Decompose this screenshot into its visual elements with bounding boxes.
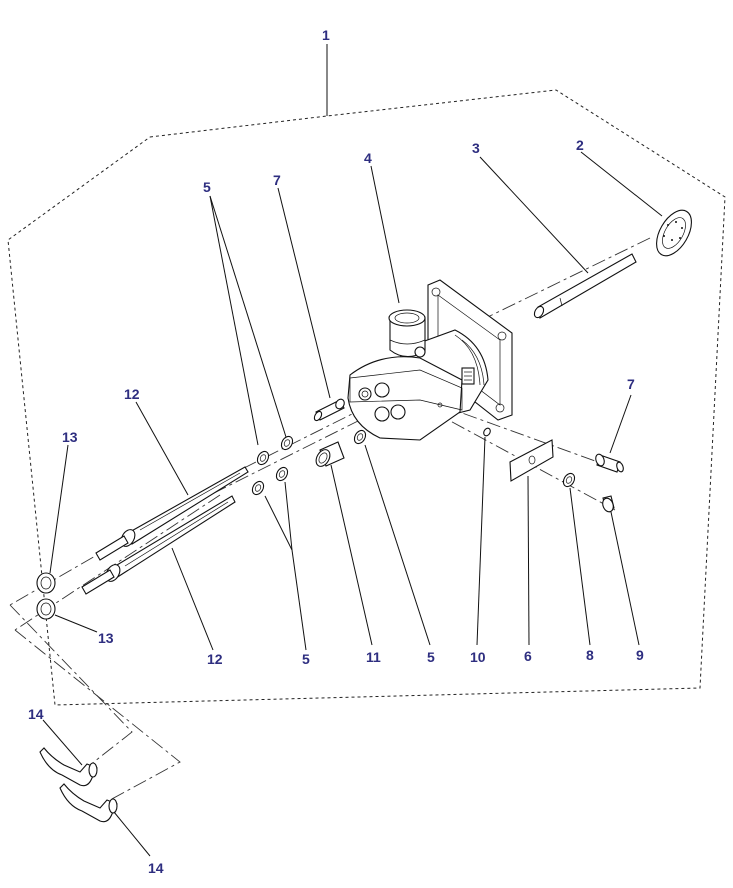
callout-13-bottom: 13 xyxy=(98,630,114,646)
callout-13-top: 13 xyxy=(62,429,78,445)
part-probe-upper xyxy=(95,466,249,561)
callout-7-top: 7 xyxy=(273,172,281,188)
callout-5-top: 5 xyxy=(203,179,211,195)
part-plate xyxy=(509,439,554,482)
callout-9: 9 xyxy=(636,647,644,663)
callout-8: 8 xyxy=(586,647,594,663)
part-nuts xyxy=(36,572,56,620)
part-fitting-right xyxy=(595,453,624,473)
leader-lines xyxy=(42,44,663,857)
callout-11: 11 xyxy=(366,649,381,665)
part-fitting-upper xyxy=(313,398,345,422)
callout-1: 1 xyxy=(322,27,330,43)
part-impeller xyxy=(656,209,692,257)
callout-3: 3 xyxy=(472,140,480,156)
callout-5-bottom-right: 5 xyxy=(427,649,435,665)
part-washers xyxy=(251,429,367,496)
callout-2: 2 xyxy=(576,137,584,153)
assembly-boundary xyxy=(7,89,726,706)
part-shaft xyxy=(533,253,637,319)
centerlines xyxy=(9,237,651,801)
part-bushing xyxy=(315,441,345,467)
part-probe-lower xyxy=(81,495,236,595)
callout-12-top: 12 xyxy=(124,386,140,402)
callout-14-bottom: 14 xyxy=(148,860,164,876)
callout-14-top: 14 xyxy=(28,706,44,722)
callout-6: 6 xyxy=(524,648,532,664)
callout-7-right: 7 xyxy=(627,376,635,392)
callout-12-bottom: 12 xyxy=(207,651,223,667)
callout-labels: 1 2 3 4 5 7 7 12 13 13 12 5 11 5 10 6 8 … xyxy=(28,27,644,876)
part-plug xyxy=(602,495,615,513)
part-pump-body xyxy=(347,279,513,441)
part-pin xyxy=(483,427,491,437)
callout-4: 4 xyxy=(364,150,372,166)
part-washer-8 xyxy=(562,472,576,488)
part-connectors xyxy=(39,747,118,823)
callout-5-bottom-left: 5 xyxy=(302,651,310,667)
callout-10: 10 xyxy=(470,649,486,665)
